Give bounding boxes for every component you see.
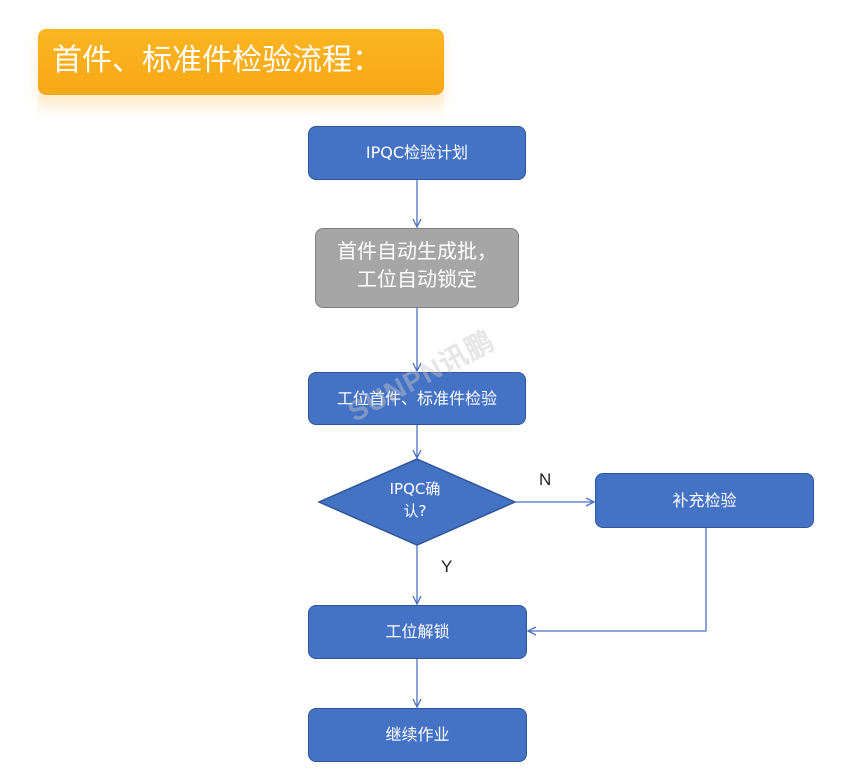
arrow-supplement-to-unlock [528,528,707,631]
title-banner: 首件、标准件检验流程： [38,29,444,95]
decision-label-text: IPQC确认? [389,480,441,520]
node-station-unlock: 工位解锁 [308,605,527,659]
node-auto-lock: 首件自动生成批，工位自动锁定 [315,228,519,308]
node-ipqc-plan-label: IPQC检验计划 [365,143,469,162]
node-supplement: 补充检验 [595,473,814,528]
node-continue-work-label: 继续作业 [385,725,450,744]
node-auto-lock-label: 首件自动生成批，工位自动锁定 [337,239,497,291]
node-continue-work: 继续作业 [308,708,527,762]
node-station-unlock-label: 工位解锁 [385,622,450,641]
banner-reflection [38,95,444,121]
decision-label: IPQC确认? [340,478,490,522]
banner-title: 首件、标准件检验流程： [52,43,382,78]
edge-label-no: N [539,470,552,489]
edge-label-yes: Y [441,557,453,576]
node-station-inspect: 工位首件、标准件检验 [308,372,526,425]
node-supplement-label: 补充检验 [672,490,737,510]
node-ipqc-plan: IPQC检验计划 [308,126,526,180]
node-station-inspect-label: 工位首件、标准件检验 [336,388,497,408]
